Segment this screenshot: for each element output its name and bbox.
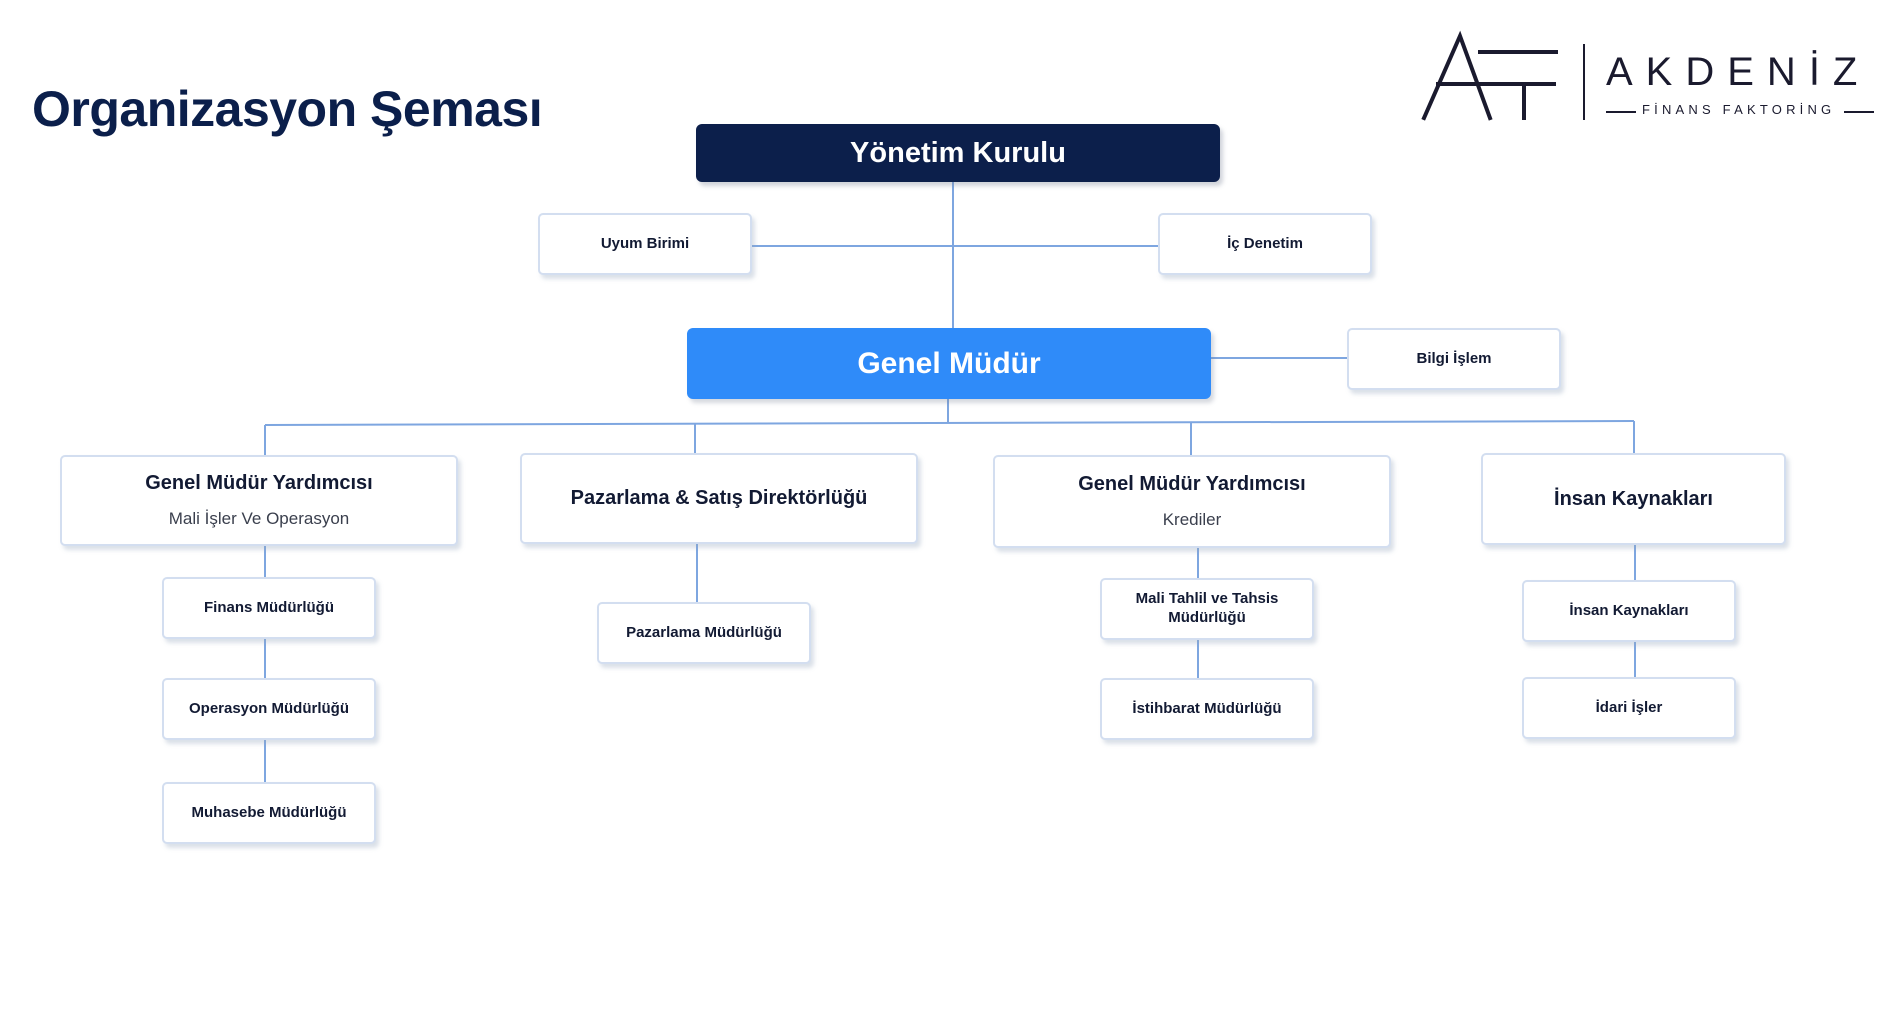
ic-denetim-label: İç Denetim <box>1227 234 1303 252</box>
bilgi-islem-label: Bilgi İşlem <box>1416 349 1492 367</box>
division-subtitle: Mali İşler Ve Operasyon <box>168 509 350 528</box>
unit-box-finans: Finans Müdürlüğü <box>162 577 376 639</box>
logo-subtitle: FİNANS FAKTORİNG <box>1642 102 1836 117</box>
unit-box-muhasebe: Muhasebe Müdürlüğü <box>162 782 376 844</box>
unit-box-operasyon: Operasyon Müdürlüğü <box>162 678 376 740</box>
general-manager-box: Genel Müdür <box>687 328 1211 399</box>
division-box-pazarlama: Pazarlama & Satış Direktörlüğü <box>520 453 918 544</box>
page-title: Organizasyon Şeması <box>32 81 543 137</box>
unit-label: Mali Tahlil ve Tahsis Müdürlüğü <box>1135 590 1279 626</box>
af-logo-mark-icon <box>1421 30 1558 121</box>
box-uyum-birimi: Uyum Birimi <box>538 213 752 275</box>
unit-label: Pazarlama Müdürlüğü <box>626 623 782 641</box>
box-bilgi-islem: Bilgi İşlem <box>1347 328 1561 390</box>
unit-box-istihbarat: İstihbarat Müdürlüğü <box>1100 678 1314 740</box>
division-box-krediler: Genel Müdür Yardımcısı Krediler <box>993 455 1391 548</box>
connector-division-bus <box>264 420 1635 426</box>
division-title: Genel Müdür Yardımcısı <box>145 472 373 494</box>
logo-name: AKDENİZ <box>1606 50 1871 94</box>
unit-label: İnsan Kaynakları <box>1569 601 1689 619</box>
division-title: Genel Müdür Yardımcısı <box>1078 473 1306 495</box>
logo-rule-right <box>1844 111 1874 113</box>
unit-box-insan-kaynaklari: İnsan Kaynakları <box>1522 580 1736 642</box>
division-title: İnsan Kaynakları <box>1554 487 1713 510</box>
unit-box-mali-tahlil: Mali Tahlil ve Tahsis Müdürlüğü <box>1100 578 1314 640</box>
logo-divider <box>1583 44 1585 120</box>
board-label: Yönetim Kurulu <box>850 136 1066 169</box>
division-box-insan-kaynaklari: İnsan Kaynakları <box>1481 453 1786 545</box>
unit-box-pazarlama: Pazarlama Müdürlüğü <box>597 602 811 664</box>
unit-label: İdari İşler <box>1595 698 1663 716</box>
unit-label: Operasyon Müdürlüğü <box>188 699 349 717</box>
unit-label: Muhasebe Müdürlüğü <box>191 803 347 821</box>
logo-rule-left <box>1606 111 1636 113</box>
logo-subtitle-row: FİNANS FAKTORİNG <box>1606 102 1874 122</box>
division-box-mali-isler: Genel Müdür Yardımcısı Mali İşler Ve Ope… <box>60 455 458 546</box>
division-title: Pazarlama & Satış Direktörlüğü <box>570 487 868 509</box>
uyum-birimi-label: Uyum Birimi <box>600 234 690 252</box>
unit-label: İstihbarat Müdürlüğü <box>1132 699 1282 717</box>
division-subtitle: Krediler <box>1162 510 1222 529</box>
board-box: Yönetim Kurulu <box>696 124 1220 182</box>
unit-box-idari-isler: İdari İşler <box>1522 677 1736 739</box>
general-manager-label: Genel Müdür <box>857 346 1041 380</box>
company-logo: AKDENİZ FİNANS FAKTORİNG <box>1420 30 1880 130</box>
unit-label: Finans Müdürlüğü <box>204 598 334 616</box>
box-ic-denetim: İç Denetim <box>1158 213 1372 275</box>
